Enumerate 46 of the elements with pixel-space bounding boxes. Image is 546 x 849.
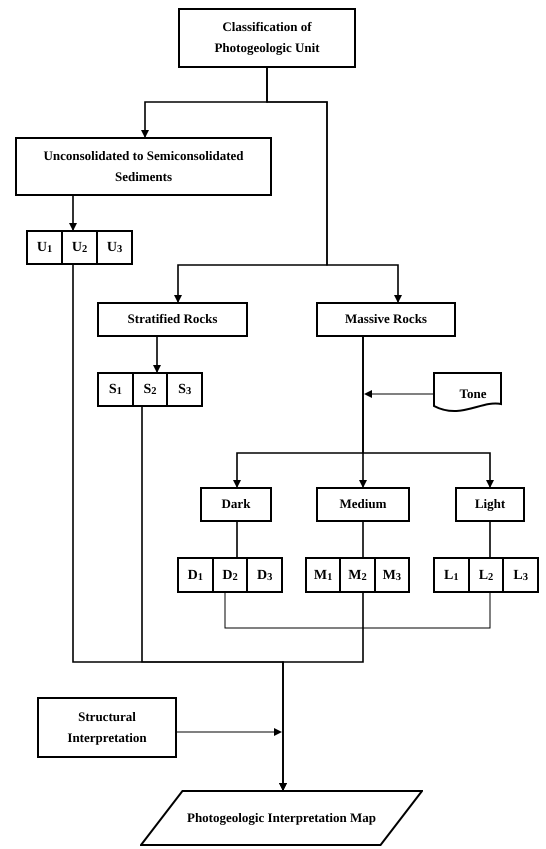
subunit-cell-text: M$_{1}$ xyxy=(312,566,334,585)
node-label: Photogeologic Interpretation Map xyxy=(187,809,376,828)
node-label: Unconsolidated to Semiconsolidated Sediments xyxy=(42,146,245,186)
subunit-cell-text: U$_{1}$ xyxy=(36,239,54,258)
subunit-cell: D$_{2}$ xyxy=(212,559,246,591)
connector-arrow xyxy=(176,728,282,736)
unit-strip xyxy=(177,557,283,593)
connector-arrow xyxy=(266,68,402,303)
subunit-cell: L$_{2}$ xyxy=(468,559,502,591)
process-box xyxy=(37,697,177,758)
connector-arrow xyxy=(279,592,490,791)
process-box xyxy=(15,137,272,196)
subunit-cell: D$_{3}$ xyxy=(246,559,282,591)
subunit-cell: L$_{3}$ xyxy=(502,559,538,591)
subunit-cell-text: D$_{1}$ xyxy=(186,566,204,585)
unit-strip xyxy=(97,372,203,407)
process-box xyxy=(97,302,248,337)
process-box xyxy=(316,487,410,522)
subunit-cell-text: S$_{1}$ xyxy=(108,381,123,400)
subunit-cell: M$_{3}$ xyxy=(374,559,408,591)
node-label: Light xyxy=(474,495,506,514)
unit-strip xyxy=(305,557,410,593)
process-box xyxy=(455,487,525,522)
subunit-cell-text: L$_{1}$ xyxy=(443,566,460,585)
connector-arrow xyxy=(362,337,494,488)
process-box xyxy=(200,487,272,522)
subunit-cell: S$_{2}$ xyxy=(132,374,166,405)
node-label: Massive Rocks xyxy=(345,310,427,328)
connector-arrow xyxy=(153,337,161,373)
subunit-cell: U$_{2}$ xyxy=(61,232,96,263)
node-label: Medium xyxy=(340,495,386,514)
node-label: Tone xyxy=(460,385,486,403)
connector-arrow xyxy=(69,196,77,231)
subunit-cell: M$_{2}$ xyxy=(339,559,374,591)
unit-strip xyxy=(26,230,133,265)
process-box xyxy=(178,8,356,68)
connector-arrow xyxy=(364,390,434,398)
unit-strip xyxy=(433,557,539,593)
connector-arrow xyxy=(279,593,364,791)
subunit-cell: S$_{3}$ xyxy=(166,374,202,405)
node-label: Classification of Photogeologic Unit xyxy=(213,18,321,57)
subunit-cell: U$_{3}$ xyxy=(96,232,131,263)
node-label: Structural Interpretation xyxy=(66,708,148,747)
node-label: Stratified Rocks xyxy=(128,310,218,328)
node-label: Dark xyxy=(222,495,250,514)
process-box xyxy=(316,302,456,337)
